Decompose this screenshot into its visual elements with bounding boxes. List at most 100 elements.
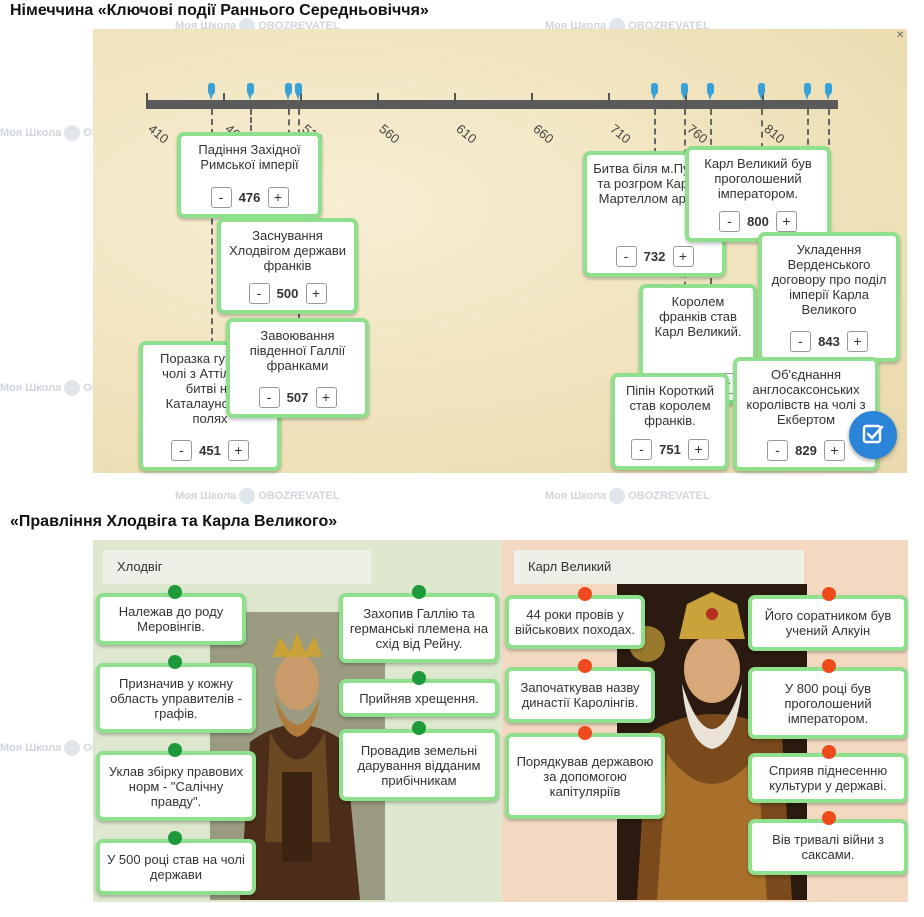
decrease-year-button[interactable]: - xyxy=(767,440,788,461)
event-card[interactable]: Піпін Короткий став королем франків. -75… xyxy=(611,373,729,470)
increase-year-button[interactable]: + xyxy=(776,211,797,232)
event-card[interactable]: Укладення Верденського договору про поді… xyxy=(758,232,900,362)
event-year: 829 xyxy=(795,443,817,458)
fact-card[interactable]: У 500 році став на чолі держави xyxy=(96,839,256,895)
timeline-marker[interactable] xyxy=(295,83,302,100)
charlemagne-column-title: Карл Великий xyxy=(514,550,804,584)
timeline-marker[interactable] xyxy=(247,83,254,100)
decrease-year-button[interactable]: - xyxy=(258,387,280,408)
decrease-year-button[interactable]: - xyxy=(790,331,811,352)
event-year: 732 xyxy=(643,249,666,264)
fact-card[interactable]: Його соратником був учений Алкуін xyxy=(748,595,908,651)
red-status-dot xyxy=(822,811,836,825)
fact-text: Порядкував державою за допомогою капітул… xyxy=(516,753,654,799)
event-card[interactable]: Об'єднання англосаксонських королівств н… xyxy=(733,357,879,471)
fact-text: Належав до роду Меровінгів. xyxy=(118,604,224,634)
increase-year-button[interactable]: + xyxy=(267,187,289,208)
axis-tick-label: 660 xyxy=(530,121,557,147)
marker-connector xyxy=(250,109,252,139)
corner-icon[interactable]: ✕ xyxy=(896,30,905,41)
axis-tick xyxy=(685,93,687,107)
green-status-dot xyxy=(168,743,182,757)
red-status-dot xyxy=(578,587,592,601)
event-text: Карл Великий був проголошений імператоро… xyxy=(704,156,812,201)
increase-year-button[interactable]: + xyxy=(672,246,694,267)
axis-tick-label: 760 xyxy=(684,121,711,147)
event-card[interactable]: Заснування Хлодвігом держави франків -50… xyxy=(217,218,358,314)
fact-card[interactable]: Започаткував назву династії Каролінгів. xyxy=(505,667,655,723)
axis-tick xyxy=(608,93,610,107)
red-status-dot xyxy=(578,659,592,673)
timeline-panel: 410 460 510 560 610 660 710 760 810 Пора… xyxy=(93,29,907,473)
fact-text: Його соратником був учений Алкуін xyxy=(764,608,892,638)
event-year: 507 xyxy=(286,390,309,405)
green-status-dot xyxy=(412,585,426,599)
axis-tick xyxy=(377,93,379,107)
timeline-marker[interactable] xyxy=(804,83,811,100)
compare-heading: «Правління Хлодвіга та Карла Великого» xyxy=(10,513,338,530)
fact-card[interactable]: Провадив земельні дарування відданим при… xyxy=(339,729,499,801)
decrease-year-button[interactable]: - xyxy=(171,440,192,461)
fact-card[interactable]: Порядкував державою за допомогою капітул… xyxy=(505,733,665,819)
event-text: Об'єднання англосаксонських королівств н… xyxy=(746,367,866,427)
timeline-marker[interactable] xyxy=(681,83,688,100)
increase-year-button[interactable]: + xyxy=(305,283,327,304)
fact-card[interactable]: Прийняв хрещення. xyxy=(339,679,499,717)
decrease-year-button[interactable]: - xyxy=(719,211,740,232)
red-status-dot xyxy=(822,659,836,673)
axis-tick-label: 610 xyxy=(453,121,480,147)
event-year: 751 xyxy=(659,442,681,457)
fact-text: Сприяв піднесенню культури у державі. xyxy=(768,763,888,793)
timeline-marker[interactable] xyxy=(825,83,832,100)
fact-card[interactable]: У 800 році був проголошений імператором. xyxy=(748,667,908,739)
check-answers-button[interactable] xyxy=(849,411,897,459)
fact-card[interactable]: 44 роки провів у військових походах. xyxy=(505,595,645,649)
decrease-year-button[interactable]: - xyxy=(210,187,232,208)
fact-text: Прийняв хрещення. xyxy=(359,690,479,706)
event-card[interactable]: Карл Великий був проголошений імператоро… xyxy=(685,146,831,242)
event-card[interactable]: Завоювання південної Галлії франками -50… xyxy=(226,318,369,418)
timeline-marker[interactable] xyxy=(651,83,658,100)
increase-year-button[interactable]: + xyxy=(228,440,249,461)
marker-connector xyxy=(761,109,763,149)
decrease-year-button[interactable]: - xyxy=(615,246,637,267)
increase-year-button[interactable]: + xyxy=(315,387,337,408)
timeline-marker[interactable] xyxy=(707,83,714,100)
increase-year-button[interactable]: + xyxy=(847,331,868,352)
fact-card[interactable]: Вів тривалі війни з саксами. xyxy=(748,819,908,875)
event-year: 843 xyxy=(818,334,840,349)
axis-tick xyxy=(146,93,148,107)
timeline-axis xyxy=(146,100,838,109)
axis-tick xyxy=(762,93,764,107)
axis-tick-label: 710 xyxy=(607,121,634,147)
event-text: Завоювання південної Галлії франками xyxy=(249,328,346,373)
decrease-year-button[interactable]: - xyxy=(631,439,652,460)
axis-tick xyxy=(531,93,533,107)
green-status-dot xyxy=(412,721,426,735)
fact-text: У 800 році був проголошений імператором. xyxy=(784,680,872,726)
event-year: 800 xyxy=(747,214,769,229)
fact-text: Започаткував назву династії Каролінгів. xyxy=(520,680,640,710)
timeline-marker[interactable] xyxy=(285,83,292,100)
fact-card[interactable]: Сприяв піднесенню культури у державі. xyxy=(748,753,908,803)
fact-card[interactable]: Захопив Галлію та германські племена на … xyxy=(339,593,499,663)
fact-card[interactable]: Уклав збірку правових норм - "Салічну пр… xyxy=(96,751,256,821)
decrease-year-button[interactable]: - xyxy=(248,283,270,304)
fact-card[interactable]: Призначив у кожну область управителів - … xyxy=(96,663,256,733)
increase-year-button[interactable]: + xyxy=(688,439,709,460)
fact-text: Захопив Галлію та германські племена на … xyxy=(349,605,489,651)
event-card[interactable]: Падіння Західної Римської імперії -476+ xyxy=(177,132,322,218)
fact-text: 44 роки провів у військових походах. xyxy=(514,607,636,637)
fact-text: Провадив земельні дарування відданим при… xyxy=(357,742,481,788)
green-status-dot xyxy=(168,655,182,669)
fact-card[interactable]: Належав до роду Меровінгів. xyxy=(96,593,246,645)
axis-tick xyxy=(223,93,225,107)
fact-text: Уклав збірку правових норм - "Салічну пр… xyxy=(108,763,244,809)
clovis-column-title: Хлодвіг xyxy=(103,550,371,584)
event-text: Королем франків став Карл Великий. xyxy=(654,294,742,339)
increase-year-button[interactable]: + xyxy=(824,440,845,461)
timeline-marker[interactable] xyxy=(758,83,765,100)
edit-check-icon xyxy=(862,424,884,444)
timeline-marker[interactable] xyxy=(208,83,215,100)
